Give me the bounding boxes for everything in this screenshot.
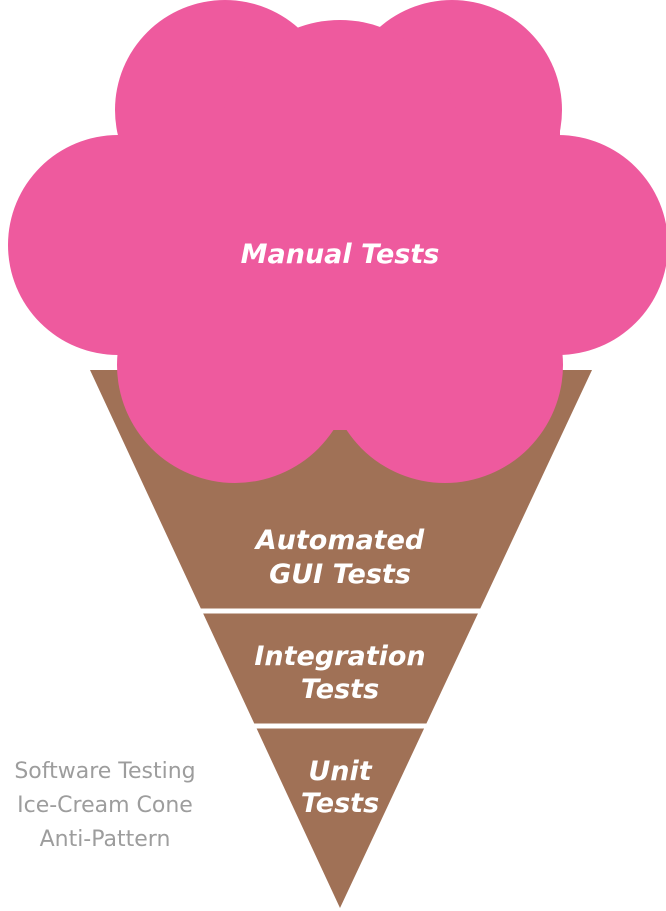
integration-tests-label-line2: Tests: [301, 674, 379, 705]
integration-tests-label-line1: Integration: [254, 641, 425, 672]
unit-tests-label-line2: Tests: [301, 788, 379, 819]
manual-tests-label: Manual Tests: [241, 239, 440, 270]
automated-gui-tests-label-line1: Automated: [254, 525, 425, 556]
automated-gui-tests-label-line2: GUI Tests: [269, 559, 411, 590]
caption-line-2: Ice-Cream Cone: [17, 793, 193, 818]
caption-line-1: Software Testing: [14, 759, 196, 784]
diagram-caption: Software Testing Ice-Cream Cone Anti-Pat…: [0, 755, 210, 857]
cone-body: [90, 370, 592, 908]
ice-cream-scoop: [8, 0, 666, 483]
caption-line-3: Anti-Pattern: [39, 827, 171, 852]
unit-tests-label-line1: Unit: [308, 756, 372, 787]
